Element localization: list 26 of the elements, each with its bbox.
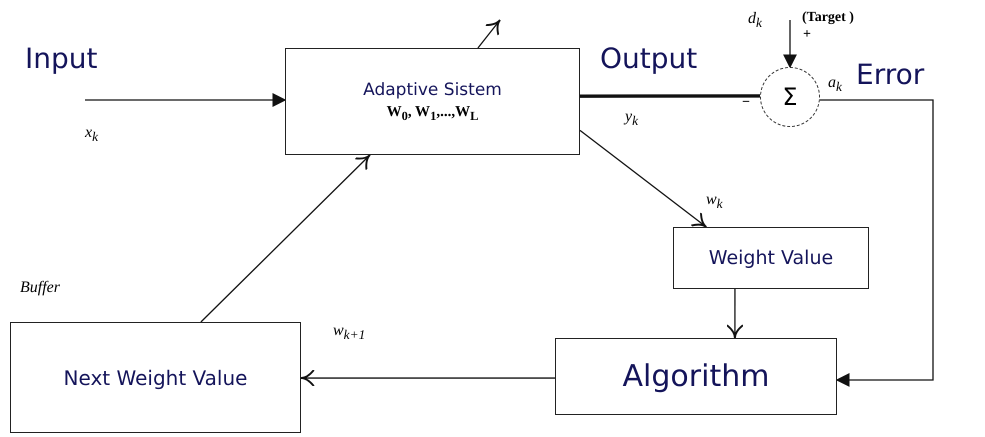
signal-label: d$_{k}$ <box>748 10 762 32</box>
arrow <box>85 93 286 107</box>
error-label: Error <box>856 58 924 91</box>
sign-label: − <box>742 95 750 111</box>
signal-label: y$_{k}$ <box>625 108 638 130</box>
signal-label: w$_{k}$ <box>706 191 723 212</box>
sign-label: + <box>803 27 811 43</box>
target-label: (Target ) <box>802 10 854 26</box>
output-label: Output <box>600 42 698 75</box>
input-label: Input <box>25 42 98 75</box>
signal-label: a$_{k}$ <box>828 74 842 96</box>
process-box <box>10 322 301 433</box>
process-box <box>555 338 837 415</box>
process-box <box>285 48 580 155</box>
process-box <box>673 227 869 289</box>
node-title: Algorithm <box>622 359 770 394</box>
arrow <box>820 99 934 387</box>
node-title: Next Weight Value <box>64 366 248 390</box>
signal-label: w$_{k+1}$ <box>333 322 366 344</box>
arrow <box>783 20 797 68</box>
node-title: Weight Value <box>708 247 834 269</box>
sigma-symbol: Σ <box>782 83 798 111</box>
node-title: Adaptive Sistem <box>363 80 502 100</box>
weight-list: W$_{0}$, W$_{1}$,...,W$_{L}$ <box>386 104 478 124</box>
signal-label: x$_{k}$ <box>85 124 98 146</box>
buffer-label: Buffer <box>20 279 60 297</box>
